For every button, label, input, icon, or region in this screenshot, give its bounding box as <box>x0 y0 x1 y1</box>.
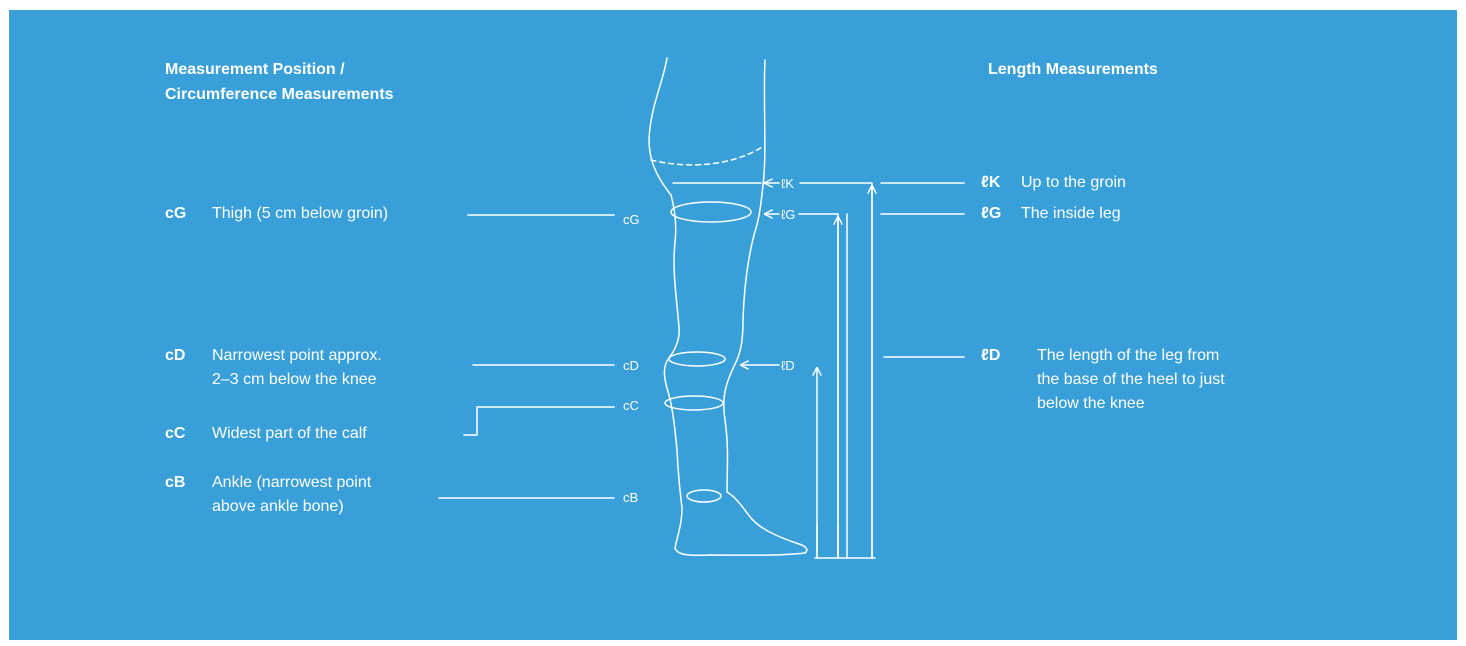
ankle-circumference-ellipse <box>687 490 721 502</box>
knee-circumference-ellipse <box>669 352 725 366</box>
figure-label-cc: cC <box>623 398 639 413</box>
figure-label-lk: ℓK <box>781 176 794 191</box>
leg-outline-back <box>649 58 807 555</box>
figure-label-cg: cG <box>623 212 640 227</box>
thigh-circumference-ellipse <box>671 202 751 222</box>
groin-dashed-line <box>651 146 764 165</box>
calf-circumference-ellipse <box>665 396 723 410</box>
figure-label-ld: ℓD <box>781 358 795 373</box>
measurement-diagram-panel: Measurement Position / Circumference Mea… <box>9 10 1457 640</box>
figure-label-cd: cD <box>623 358 639 373</box>
figure-label-lg: ℓG <box>781 207 795 222</box>
figure-label-cb: cB <box>623 490 638 505</box>
cc-leader <box>464 407 614 435</box>
leg-diagram: cG cD cC cB ℓK ℓG ℓD <box>9 10 1457 640</box>
